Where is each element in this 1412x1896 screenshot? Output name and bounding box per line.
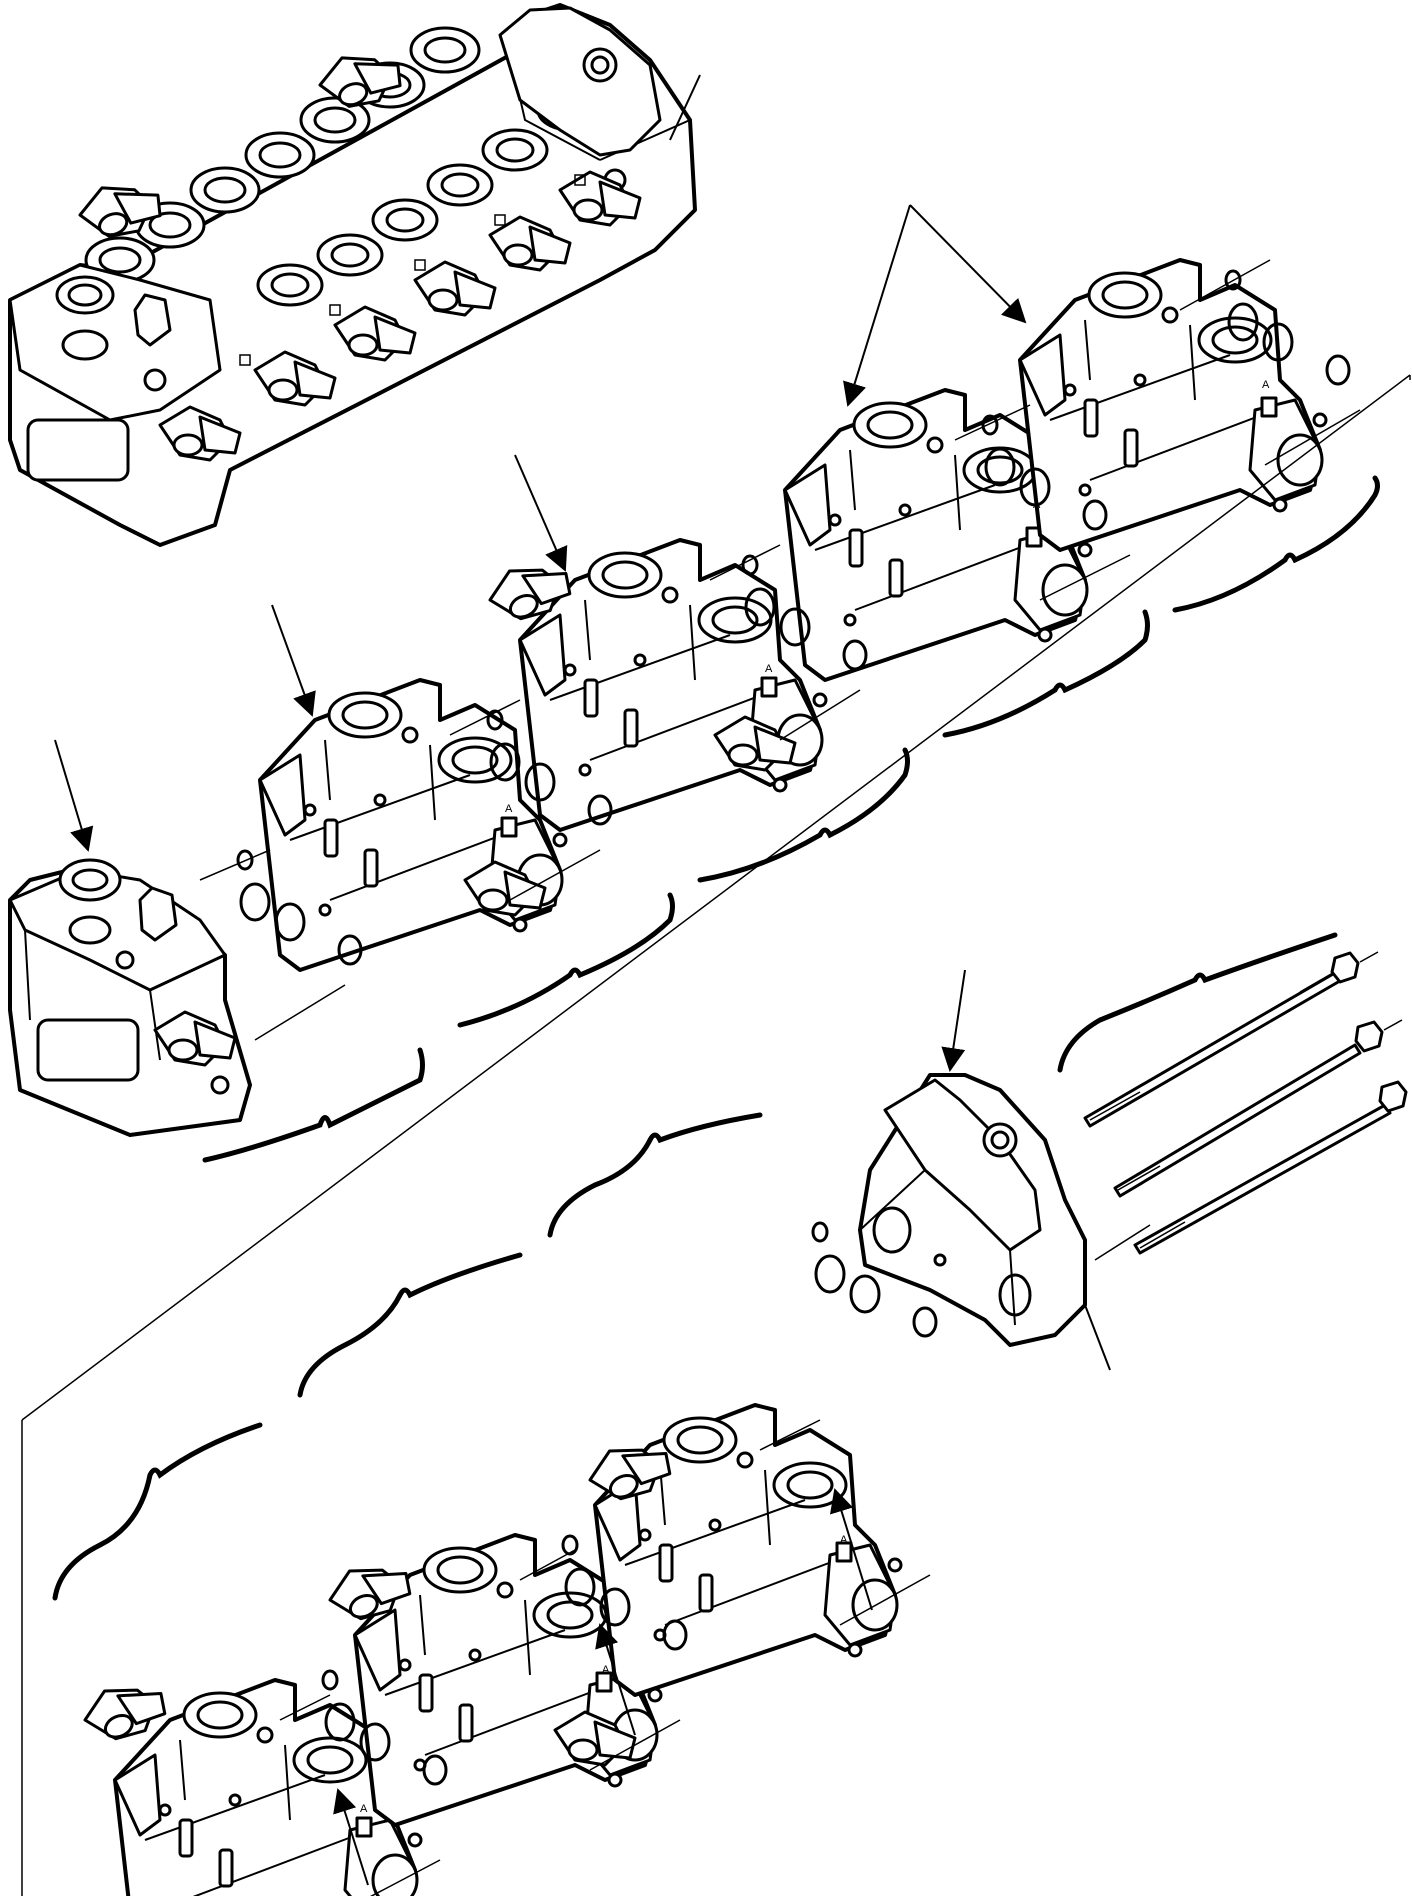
brace-group-lower [52, 932, 1338, 1601]
brace-group-upper [202, 475, 1380, 1163]
section-marker-label: A [360, 1803, 368, 1815]
outlet-end-cover [858, 1073, 1087, 1347]
exploded-row-lower [21, 375, 1411, 1896]
spool-section-1 [258, 678, 568, 972]
callout-arrows-lower [333, 969, 966, 1886]
spool-section-4 [1018, 258, 1328, 552]
assembled-valve-block [8, 3, 701, 547]
section-marker-label: A [840, 1534, 848, 1546]
callout-arrows-upper [54, 204, 1027, 852]
exploded-row-upper [8, 204, 1411, 1421]
frame-outline [21, 375, 1411, 1896]
section-marker-label: A [1033, 499, 1041, 511]
section-marker-label: A [765, 663, 773, 675]
spool-section-7 [593, 1403, 903, 1697]
inlet-section [8, 858, 252, 1137]
section-marker-label: A [602, 1664, 610, 1676]
tie-rods [1083, 951, 1408, 1255]
section-marker-label: A [505, 803, 513, 815]
section-marker-label: A [1262, 379, 1270, 391]
